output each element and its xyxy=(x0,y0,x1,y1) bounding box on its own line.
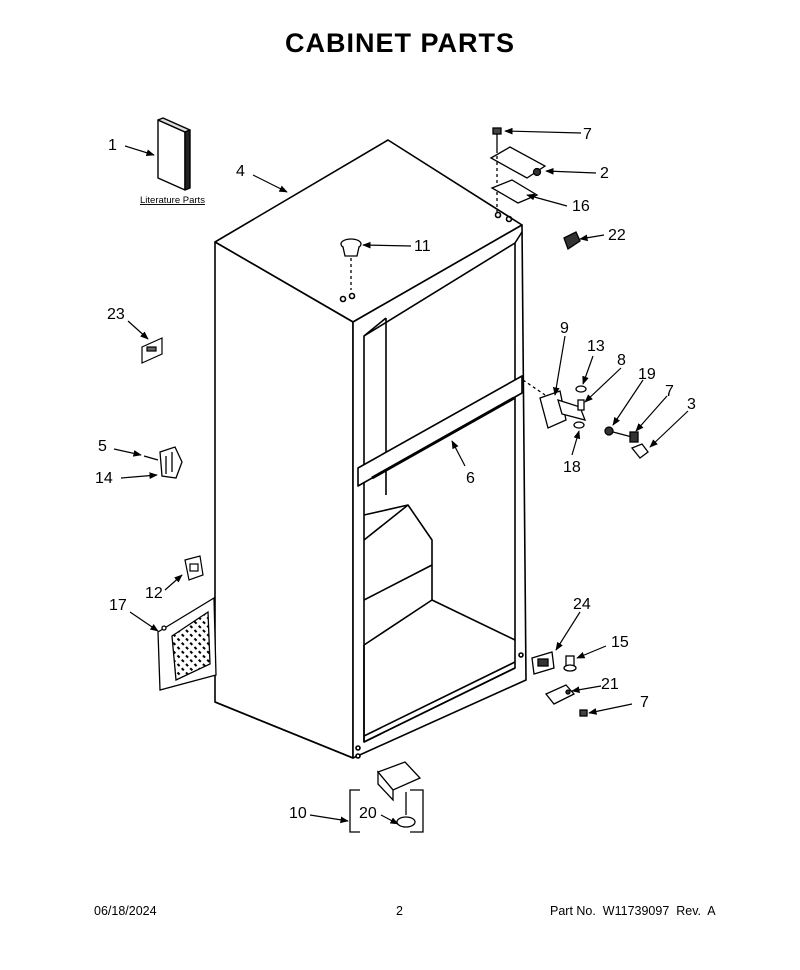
leader-lines xyxy=(113,127,689,825)
callout-23: 23 xyxy=(107,306,125,323)
center-hinge-assembly xyxy=(522,379,649,459)
callout-22: 22 xyxy=(608,227,626,244)
callout-3: 3 xyxy=(687,396,696,413)
callout-13: 13 xyxy=(587,338,605,355)
callout-19: 19 xyxy=(638,366,656,383)
callout-21: 21 xyxy=(601,676,619,693)
top-hinge-assembly xyxy=(489,127,547,212)
footer-part-number: Part No. W11739097 Rev. A xyxy=(550,904,716,918)
callout-24: 24 xyxy=(573,596,591,613)
part-12-clip xyxy=(184,555,204,581)
callout-12: 12 xyxy=(145,585,163,602)
callout-7b: 7 xyxy=(665,383,674,400)
part-17-grille xyxy=(157,596,217,691)
callout-10: 10 xyxy=(289,805,307,822)
lower-hinge-assembly xyxy=(531,651,588,717)
part-5-14-bracket xyxy=(143,446,183,479)
literature-parts-booklet xyxy=(157,117,191,191)
callout-6: 6 xyxy=(466,470,475,487)
callout-17: 17 xyxy=(109,597,127,614)
callout-14: 14 xyxy=(95,470,113,487)
callout-9: 9 xyxy=(560,320,569,337)
part-23-label xyxy=(141,337,163,364)
callout-5: 5 xyxy=(98,438,107,455)
callout-8: 8 xyxy=(617,352,626,369)
callout-16: 16 xyxy=(572,198,590,215)
page-title: CABINET PARTS xyxy=(284,28,515,58)
callout-7a: 7 xyxy=(583,126,592,143)
cabinet-body xyxy=(214,139,527,759)
callout-numbers: 1 4 7 2 16 22 11 23 9 13 8 19 7 3 5 6 18… xyxy=(95,126,696,822)
footer-date: 06/18/2024 xyxy=(94,904,157,918)
callout-15: 15 xyxy=(611,634,629,651)
part-22-cap xyxy=(563,231,581,250)
footer-page-number: 2 xyxy=(396,904,403,918)
callout-11: 11 xyxy=(414,238,431,255)
leveling-leg-assembly xyxy=(349,761,424,833)
part-11-plug xyxy=(340,238,362,290)
callout-4: 4 xyxy=(236,163,245,180)
callout-1: 1 xyxy=(108,137,117,154)
callout-18: 18 xyxy=(563,459,581,476)
callout-7c: 7 xyxy=(640,694,649,711)
callout-20: 20 xyxy=(359,805,377,822)
callout-2: 2 xyxy=(600,165,609,182)
literature-parts-label: Literature Parts xyxy=(140,195,205,206)
